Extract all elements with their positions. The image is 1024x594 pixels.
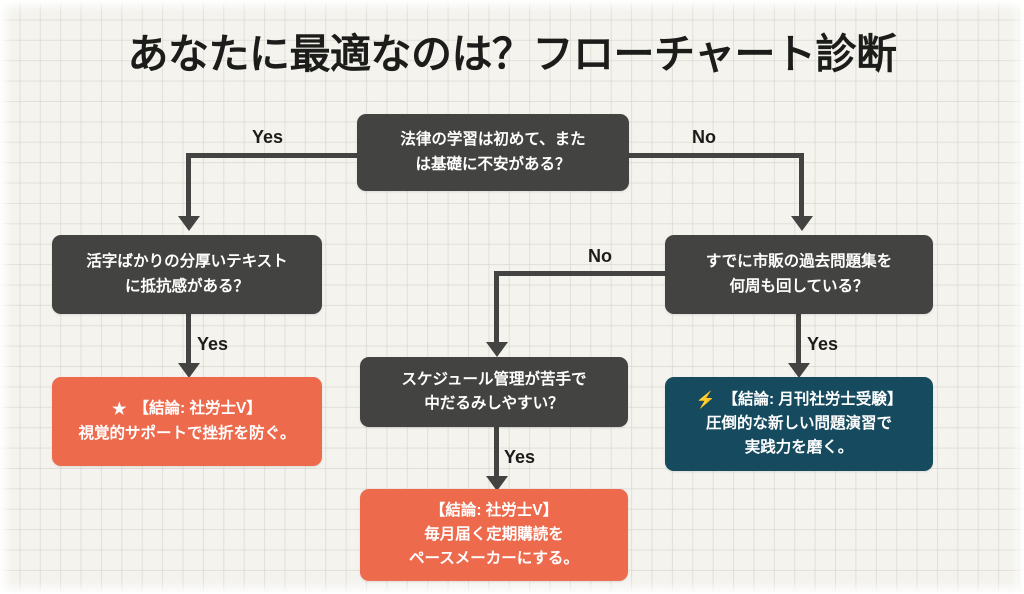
decision-node-q3-line1: すでに市販の過去問題集を [705,253,893,271]
decision-node-q4[interactable]: スケジュール管理が苦手で 中だるみしやすい？ [360,357,628,427]
arrowhead-q2-to-r1 [177,363,200,378]
edge-q1-yes-horizontal [186,153,364,158]
edge-q3-no-horizontal [494,271,666,276]
result-node-r3[interactable]: 【結論: 社労士V】 毎月届く定期購読を ペースメーカーにする。 [360,489,628,581]
arrowhead-q4-to-r3 [485,476,508,491]
result-node-r1[interactable]: ★ 【結論: 社労士V】 視覚的サポートで挫折を防ぐ。 [52,377,322,466]
arrowhead-q3-to-q4 [485,342,508,357]
edge-label-q1-yes: Yes [252,127,284,147]
result-node-r1-heading: 【結論: 社労士V】 [133,400,262,418]
edge-label-q3-no: No [588,246,612,266]
result-node-r2-line1: ⚡ 【結論: 月刊社労士受験】 [696,388,903,412]
result-node-r2-heading: 【結論: 月刊社労士受験】 [722,390,903,408]
result-node-r2[interactable]: ⚡ 【結論: 月刊社労士受験】 圧倒的な新しい問題演習で 実践力を磨く。 [665,377,933,471]
edge-label-q2-yes: Yes [197,334,229,354]
arrowhead-q1-to-q3 [790,216,813,231]
edge-q1-no-horizontal [628,153,804,158]
decision-node-q2-line2: に抵抗感がある？ [124,277,249,295]
edge-label-q3-yes: Yes [807,334,839,354]
result-node-r1-line1: ★ 【結論: 社労士V】 [78,397,295,421]
result-node-r3-line1: 【結論: 社労士V】 [429,501,559,519]
result-node-r1-line2: 視覚的サポートで挫折を防ぐ。 [78,424,296,442]
page-title: あなたに最適なのは？フローチャート診断 [127,31,897,77]
decision-node-q4-line2: 中だるみしやすい？ [424,395,564,412]
decision-node-q3[interactable]: すでに市販の過去問題集を 何周も回している？ [665,235,933,314]
edge-q1-no-vertical [799,153,804,219]
decision-node-q1-line1: 法律の学習は初めて、また [400,131,586,149]
edge-q4-yes-vertical [494,426,499,479]
edge-q2-yes-vertical [186,313,191,366]
decision-node-q1[interactable]: 法律の学習は初めて、また は基礎に不安がある？ [357,114,629,191]
arrowhead-q3-to-r2 [787,363,810,378]
result-node-r2-line3: 実践力を磨く。 [744,439,854,456]
decision-node-q3-line2: 何周も回している？ [729,277,869,295]
decision-node-q2-line1: 活字ばかりの分厚いテキスト [86,253,288,271]
edge-q3-no-vertical [494,271,499,345]
edge-label-q4-yes: Yes [504,447,536,467]
star-icon: ★ [112,401,127,419]
edge-label-q1-no: No [692,127,716,147]
result-node-r3-line2: 毎月届く定期購読を [424,525,564,543]
decision-node-q1-line2: は基礎に不安がある？ [415,155,571,173]
decision-node-q4-line1: スケジュール管理が苦手で [401,370,587,388]
edge-q3-yes-vertical [796,313,801,366]
arrowhead-q1-to-q2 [177,216,200,231]
lightning-bolt-icon: ⚡ [695,391,716,409]
result-node-r2-line2: 圧倒的な新しい問題演習で [705,414,892,432]
result-node-r3-line3: ペースメーカーにする。 [409,550,579,567]
edge-q1-yes-vertical [186,153,191,219]
decision-node-q2[interactable]: 活字ばかりの分厚いテキスト に抵抗感がある？ [52,235,322,314]
